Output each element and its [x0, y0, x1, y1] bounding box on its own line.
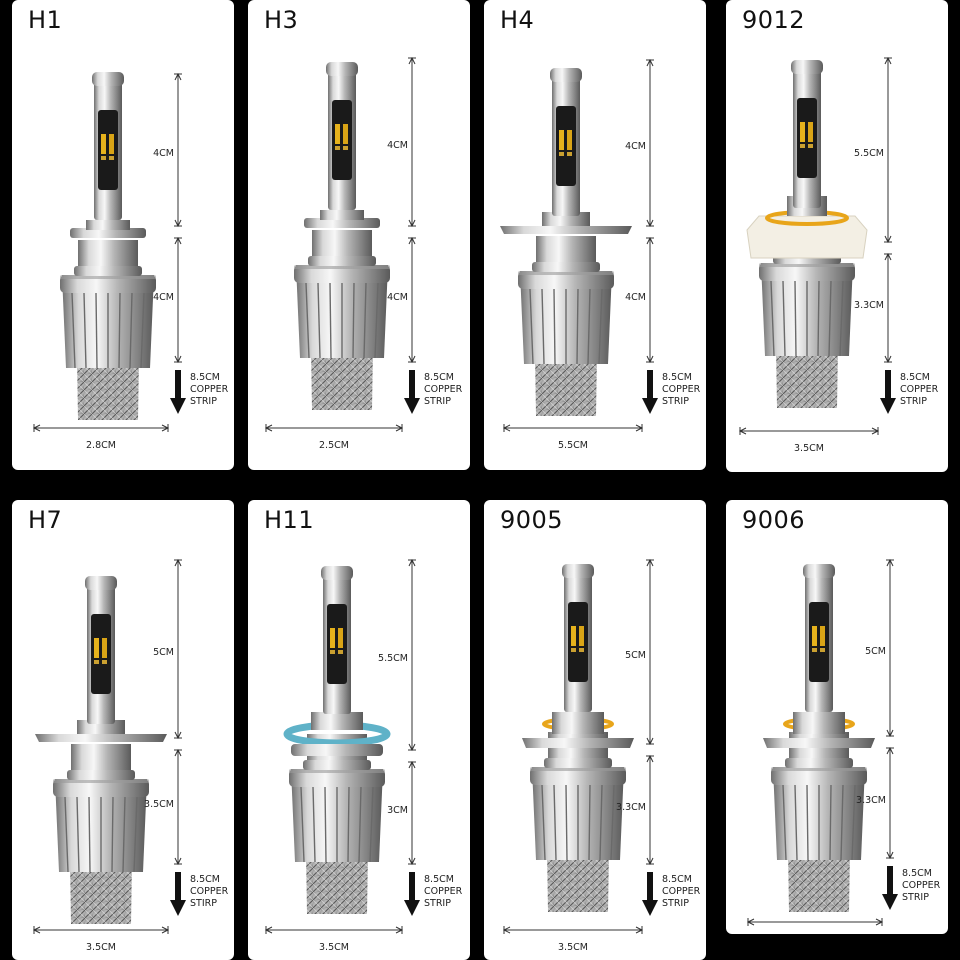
width-label: 2.5CM [319, 440, 349, 451]
lower-length-label: 3CM [387, 805, 408, 816]
card-title: 9006 [742, 506, 806, 534]
copper-strip-line: 8.5CM [662, 874, 692, 885]
copper-strip-line: 8.5CM [902, 868, 932, 879]
copper-strip-line: COPPER [424, 384, 463, 395]
width-label: 3.5CM [86, 942, 116, 953]
copper-strip-line: 8.5CM [190, 874, 220, 885]
copper-strip-line: STRIP [662, 396, 689, 407]
card-title: H11 [264, 506, 315, 534]
copper-strip-line: STRIP [424, 898, 451, 909]
copper-strip-line: STRIP [424, 396, 451, 407]
bulb-image-h7 [35, 576, 167, 924]
copper-strip-line: STRIP [662, 898, 689, 909]
dimension-lines [746, 558, 898, 926]
upper-length-label: 4CM [153, 148, 174, 159]
bulb-image-h3 [294, 62, 390, 410]
upper-length-label: 5.5CM [854, 148, 884, 159]
copper-strip-line: 8.5CM [424, 874, 454, 885]
copper-strip-line: STRIP [902, 892, 929, 903]
width-label: 5.5CM [558, 440, 588, 451]
bulb-image-9005 [522, 564, 634, 912]
bulb-image-9006 [763, 564, 875, 912]
copper-strip-line: 8.5CM [190, 372, 220, 383]
copper-strip-line: COPPER [190, 384, 229, 395]
copper-strip-line: 8.5CM [900, 372, 930, 383]
copper-strip-line: COPPER [900, 384, 939, 395]
copper-strip-line: COPPER [662, 886, 701, 897]
upper-length-label: 4CM [625, 141, 646, 152]
card-title: H4 [500, 6, 535, 34]
upper-length-label: 5.5CM [378, 653, 408, 664]
card-title: 9012 [742, 6, 806, 34]
card-title: H1 [28, 6, 63, 34]
dimension-lines [738, 56, 896, 435]
dimension-lines [264, 558, 420, 934]
width-label: 3.5CM [558, 942, 588, 953]
card-title: H3 [264, 6, 299, 34]
card-title: 9005 [500, 506, 564, 534]
bulb-image-h4 [500, 68, 632, 416]
copper-strip-line: STRIP [900, 396, 927, 407]
dimension-lines [502, 558, 658, 934]
copper-strip-line: STIRP [190, 898, 217, 909]
upper-length-label: 5CM [865, 646, 886, 657]
upper-length-label: 5CM [625, 650, 646, 661]
bulb-image-h11 [283, 566, 391, 914]
lower-length-label: 4CM [387, 292, 408, 303]
dimension-lines [32, 558, 186, 934]
width-label: 2.8CM [86, 440, 116, 451]
dimension-lines [264, 56, 420, 432]
dimension-lines [502, 58, 658, 432]
lower-length-label: 3.3CM [854, 300, 884, 311]
copper-strip-line: 8.5CM [424, 372, 454, 383]
copper-strip-line: COPPER [902, 880, 941, 891]
width-label: 3.5CM [794, 443, 824, 454]
width-label: 3.5CM [319, 942, 349, 953]
lower-length-label: 3.3CM [616, 802, 646, 813]
copper-strip-line: COPPER [190, 886, 229, 897]
card-title: H7 [28, 506, 63, 534]
copper-strip-line: COPPER [424, 886, 463, 897]
copper-strip-line: COPPER [662, 384, 701, 395]
dimension-lines [32, 72, 186, 432]
upper-length-label: 5CM [153, 647, 174, 658]
lower-length-label: 4CM [153, 292, 174, 303]
copper-strip-line: STRIP [190, 396, 217, 407]
upper-length-label: 4CM [387, 140, 408, 151]
copper-strip-line: 8.5CM [662, 372, 692, 383]
bulb-image-9012 [746, 60, 868, 408]
lower-length-label: 3.3CM [856, 795, 886, 806]
lower-length-label: 4CM [625, 292, 646, 303]
bulb-image-h1 [60, 72, 156, 420]
lower-length-label: 3.5CM [144, 799, 174, 810]
